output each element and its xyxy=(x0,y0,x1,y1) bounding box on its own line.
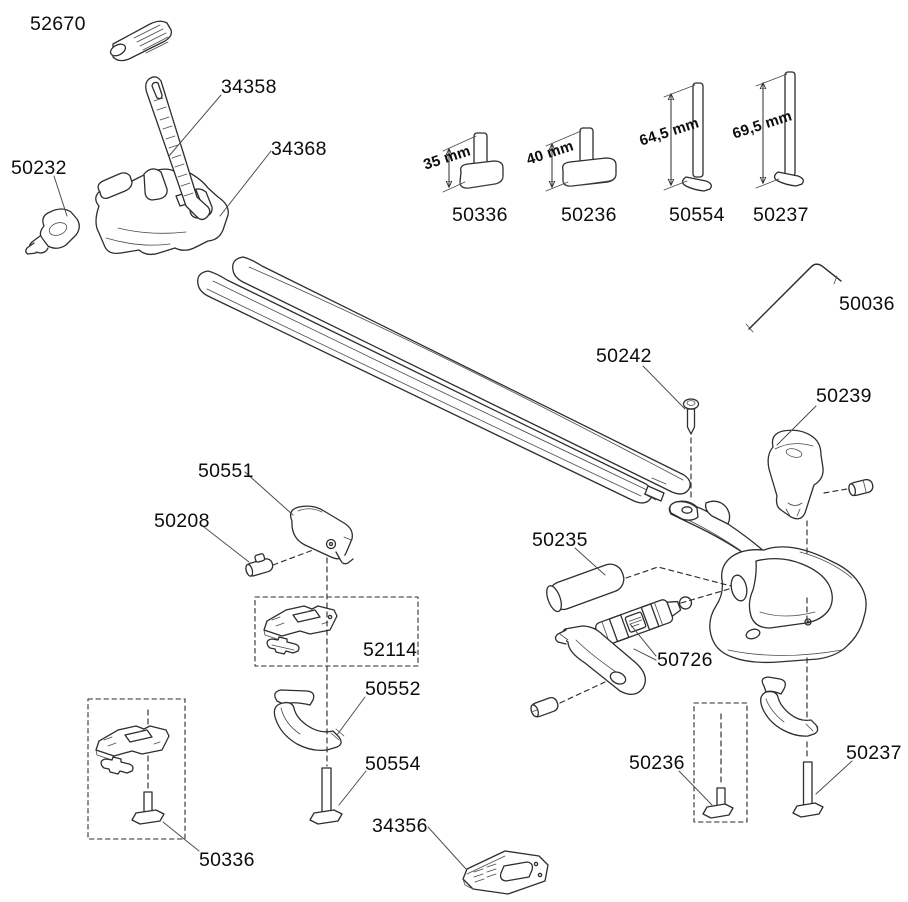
part-label-52670: 52670 xyxy=(30,13,86,35)
part-label-50237-bottom: 50237 xyxy=(846,742,902,764)
kit-box-right xyxy=(693,702,748,823)
ratchet-strap xyxy=(145,76,211,221)
part-label-50239: 50239 xyxy=(816,385,872,407)
bracket-pin xyxy=(245,553,274,577)
part-label-50235: 50235 xyxy=(532,529,588,551)
t-bolt-40mm xyxy=(545,127,617,192)
bike-holder-rail xyxy=(197,256,691,504)
claw-hook-right xyxy=(760,676,819,737)
part-label-50554-top: 50554 xyxy=(669,204,725,226)
hook-bolt-left xyxy=(309,767,343,825)
screw xyxy=(682,398,700,435)
tensioner-lever xyxy=(554,625,646,695)
part-label-50551: 50551 xyxy=(198,460,254,482)
leader-lines xyxy=(53,94,853,870)
part-label-50554-bottom: 50554 xyxy=(365,753,421,775)
part-label-50036: 50036 xyxy=(839,293,895,315)
foot-cover-cap xyxy=(767,429,824,520)
strap-buckle xyxy=(25,208,80,255)
allen-key xyxy=(745,263,842,333)
part-label-50552: 50552 xyxy=(365,678,421,700)
adapter-plate xyxy=(462,850,549,895)
carrier-foot xyxy=(668,500,867,664)
part-label-50232: 50232 xyxy=(11,157,67,179)
t-bolt-69mm xyxy=(755,71,804,189)
rail-bracket xyxy=(289,505,354,565)
frame-protector-sleeve xyxy=(109,20,173,62)
part-label-50237-top: 50237 xyxy=(753,204,809,226)
assembly-dashed-lines xyxy=(147,437,848,791)
t-bolt-64mm xyxy=(663,82,712,192)
kit-box-left xyxy=(87,698,186,840)
part-label-50208: 50208 xyxy=(154,510,210,532)
part-label-52114: 52114 xyxy=(363,639,418,661)
part-label-50242: 50242 xyxy=(596,345,652,367)
part-label-50336-top: 50336 xyxy=(452,204,508,226)
t-bolt-35mm xyxy=(442,132,504,193)
part-label-34368: 34368 xyxy=(271,138,327,160)
lock-cylinder xyxy=(530,697,559,718)
part-label-34358: 34358 xyxy=(221,76,277,98)
claw-hook-left xyxy=(273,689,345,752)
part-label-50236-bottom: 50236 xyxy=(629,752,685,774)
rubber-pad xyxy=(546,563,625,613)
part-label-50726: 50726 xyxy=(657,649,713,671)
part-label-50236-top: 50236 xyxy=(561,204,617,226)
part-label-34356: 34356 xyxy=(372,815,428,837)
cap-pin xyxy=(848,478,874,497)
hook-bolt-right xyxy=(792,761,824,818)
adapter-kit-box xyxy=(254,596,419,667)
part-label-50336-bottom: 50336 xyxy=(199,849,255,871)
